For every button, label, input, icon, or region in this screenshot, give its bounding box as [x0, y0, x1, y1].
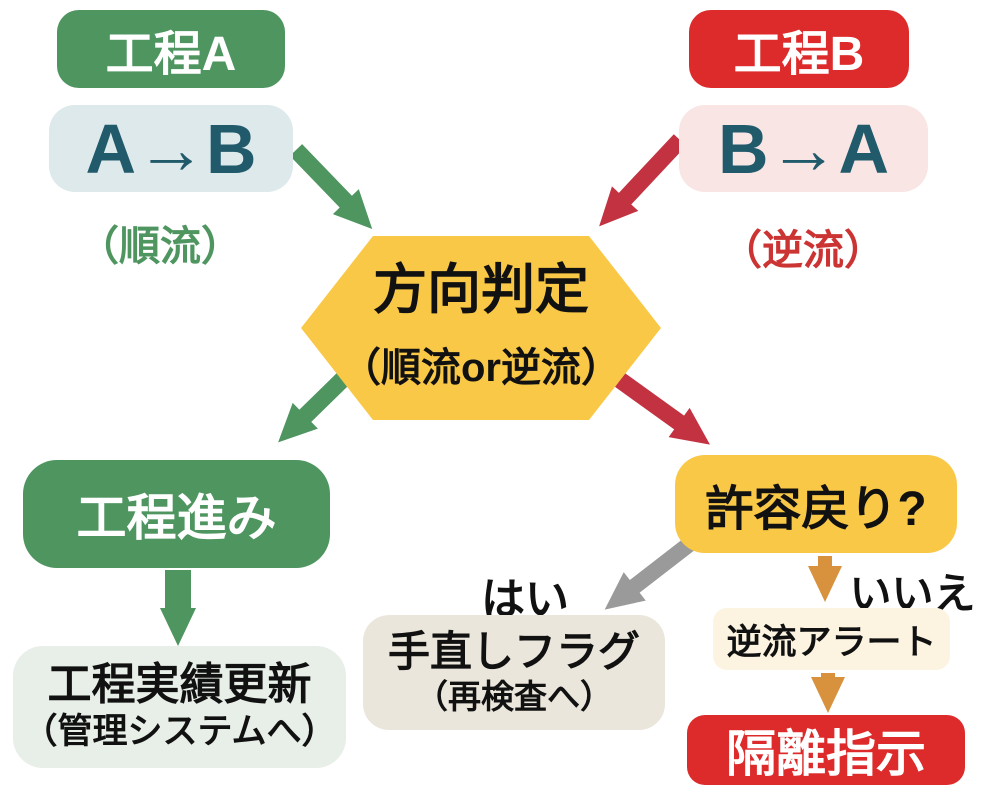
backward-flow-caption: （逆流）: [721, 227, 885, 273]
isolation-order-label: 隔離指示: [726, 726, 926, 782]
backflow-alert-label: 逆流アラート: [726, 622, 937, 662]
process-b-box: 工程B: [689, 10, 909, 88]
decision-hexagon: 方向判定 （順流or逆流）: [301, 236, 661, 420]
backflow-alert-box: 逆流アラート: [713, 608, 950, 670]
process-a-box: 工程A: [57, 10, 285, 88]
rework-flag-box: 手直しフラグ （再検査へ）: [363, 615, 665, 730]
record-update-line2: （管理システムへ）: [22, 712, 337, 751]
rework-flag-line1: 手直しフラグ: [387, 627, 640, 675]
process-advance-box: 工程進み: [23, 460, 330, 568]
decision-title: 方向判定: [373, 260, 589, 320]
arrow-forward-flow: [289, 144, 373, 230]
process-a-label: 工程A: [105, 28, 237, 81]
arrow-decision-to-advance: [278, 368, 353, 443]
arrow-backward-flow: [599, 134, 687, 227]
flow-a-to-b-box: A→B: [49, 105, 293, 192]
rework-flag-line2: （再検査へ）: [415, 677, 613, 715]
decision-subtitle: （順流or逆流）: [341, 346, 621, 390]
allow-return-box: 許容戻り?: [675, 455, 957, 553]
isolation-order-box: 隔離指示: [687, 715, 965, 785]
process-advance-label: 工程進み: [76, 490, 277, 546]
flow-b-to-a-box: B→A: [679, 105, 928, 192]
allow-return-label: 許容戻り?: [705, 483, 927, 536]
arrow-decision-to-return: [615, 373, 710, 445]
flow-a-to-b-label: A→B: [85, 109, 257, 188]
process-b-label: 工程B: [733, 28, 865, 81]
record-update-line1: 工程実績更新: [47, 660, 312, 709]
forward-flow-caption: （順流）: [78, 223, 242, 269]
flow-b-to-a-label: B→A: [717, 109, 890, 188]
record-update-box: 工程実績更新 （管理システムへ）: [13, 646, 346, 768]
